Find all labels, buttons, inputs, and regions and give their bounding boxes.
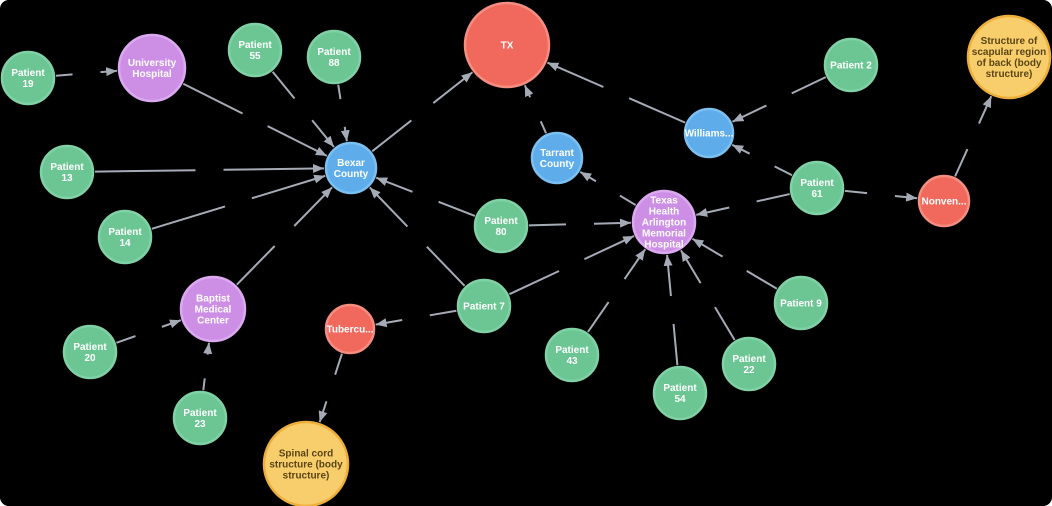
- graph-edge-patient-7-tuberculosis[interactable]: [375, 309, 457, 328]
- graph-edge-patient-61-nonvenomous[interactable]: [844, 189, 918, 202]
- graph-node-tx[interactable]: TX: [463, 1, 551, 89]
- graph-edge-patient-43-texas-health-hospital[interactable]: [587, 248, 647, 333]
- edge-layer: [55, 61, 993, 423]
- graph-edge-patient-13-bexar-county[interactable]: [94, 164, 325, 174]
- graph-edge-patient-9-texas-health-hospital[interactable]: [691, 237, 778, 290]
- graph-edge-patient-19-university-hospital[interactable]: [55, 67, 118, 77]
- graph-node-patient-2[interactable]: Patient 2: [823, 37, 879, 93]
- graph-edge-patient-7-bexar-county[interactable]: [369, 186, 466, 287]
- graph-edge-patient-55-bexar-county[interactable]: [271, 71, 335, 148]
- graph-edge-nonvenomous-scapular-structure[interactable]: [954, 95, 993, 177]
- graph-edge-patient-20-baptist-medical-center[interactable]: [116, 319, 182, 344]
- graph-edge-patient-7-texas-health-hospital[interactable]: [508, 235, 635, 296]
- graph-edge-williamson-county-tx[interactable]: [546, 61, 686, 124]
- graph-edge-patient-80-bexar-county[interactable]: [375, 176, 476, 217]
- graph-edge-tuberculosis-spinal-cord-structure[interactable]: [318, 353, 343, 423]
- graph-node-patient-9[interactable]: Patient 9: [773, 275, 829, 331]
- graph-edge-patient-61-texas-health-hospital[interactable]: [695, 193, 790, 217]
- graph-node-tuberculosis[interactable]: Tubercu...: [324, 303, 376, 355]
- graph-edge-patient-14-bexar-county[interactable]: [151, 174, 326, 230]
- graph-edge-texas-health-hospital-tarrant-county[interactable]: [579, 171, 637, 206]
- graph-edge-patient-22-texas-health-hospital[interactable]: [680, 249, 736, 341]
- graph-node-nonvenomous[interactable]: Nonven...: [917, 174, 971, 228]
- graph-edge-baptist-medical-center-bexar-county[interactable]: [236, 186, 333, 286]
- graph-edge-university-hospital-bexar-county[interactable]: [182, 82, 328, 157]
- graph-edge-patient-54-texas-health-hospital[interactable]: [663, 254, 679, 366]
- graph-edge-patient-88-bexar-county[interactable]: [337, 84, 350, 142]
- graph-edge-patient-23-baptist-medical-center[interactable]: [202, 342, 213, 391]
- graph-edge-patient-80-texas-health-hospital[interactable]: [528, 218, 632, 228]
- graph-edge-patient-2-williamson-county[interactable]: [732, 76, 827, 123]
- graph-node-patient-7[interactable]: Patient 7: [456, 278, 512, 334]
- graph-edge-patient-61-williamson-county[interactable]: [731, 143, 793, 177]
- graph-edge-tarrant-county-tx[interactable]: [523, 84, 547, 134]
- graph-node-williamson-county[interactable]: Williams...: [683, 107, 735, 159]
- graph-edge-bexar-county-tx[interactable]: [371, 71, 474, 153]
